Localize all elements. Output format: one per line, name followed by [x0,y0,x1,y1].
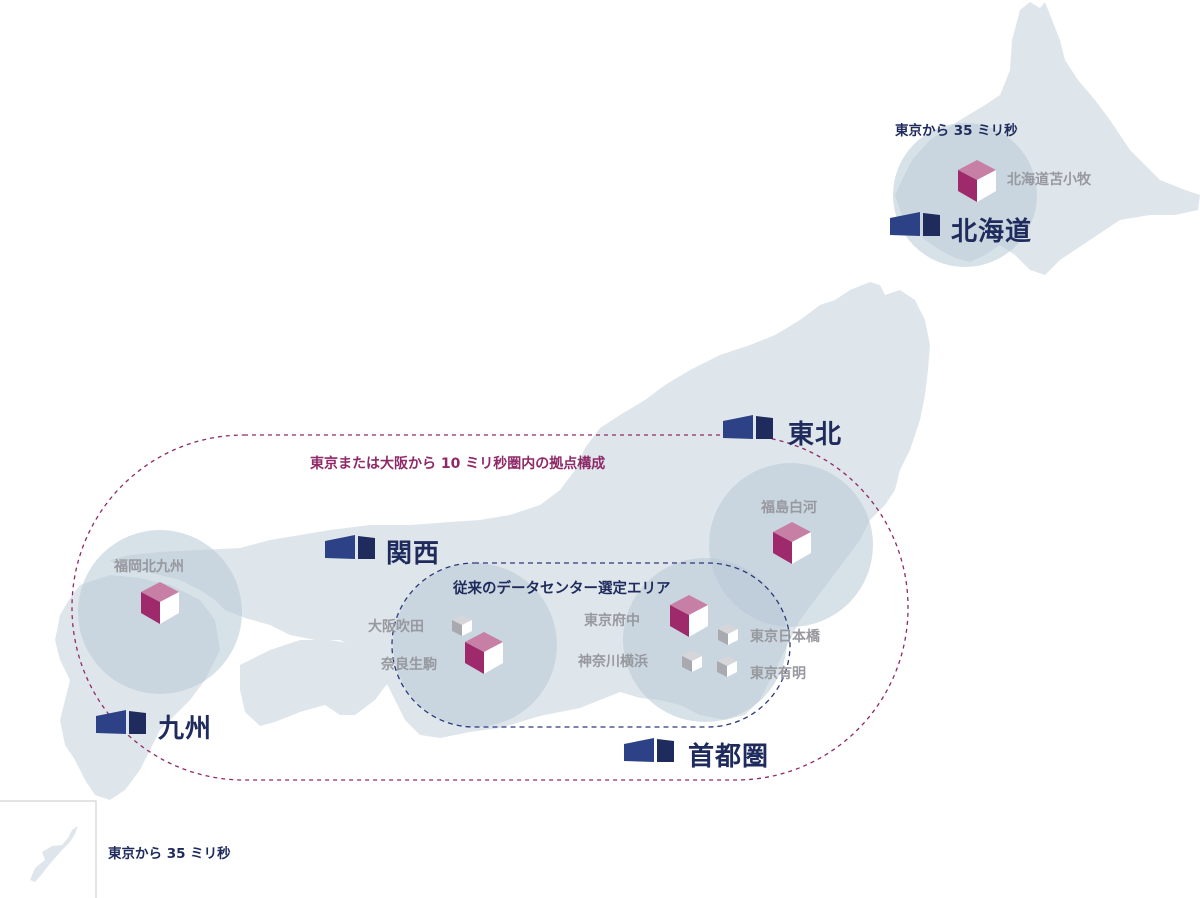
circle-shutoken [623,558,787,722]
conventional-area-label: 従来のデータセンター選定エリア [453,581,671,597]
region-label-kyushu: 九州 [158,714,213,744]
site-label-ariake: 東京有明 [750,666,806,682]
okinawa-inset-frame [0,800,97,898]
land [30,2,1200,882]
site-label-kitakyushu: 福岡北九州 [114,559,184,575]
okinawa-latency-note: 東京から 35 ミリ秒 [108,846,231,862]
region-label-hokkaido: 北海道 [951,217,1033,247]
building-icon [624,738,674,762]
site-label-suita: 大阪吹田 [368,619,424,635]
okinawa-land [30,826,78,882]
site-label-shirakawa: 福島白河 [761,500,817,516]
ring-10ms [71,434,909,781]
region-label-kansai: 関西 [386,539,441,569]
site-label-tomakomai: 北海道苫小牧 [1007,172,1091,188]
site-label-ikoma: 奈良生駒 [381,657,437,673]
site-label-nihonbashi: 東京日本橋 [750,629,820,645]
site-label-fuchu: 東京府中 [584,613,640,629]
ring-conventional-area [391,562,791,728]
region-label-tohoku: 東北 [788,420,843,450]
region-label-shutoken: 首都圏 [688,742,770,772]
hokkaido-latency-note: 東京から 35 ミリ秒 [895,123,1018,139]
site-label-yokohama: 神奈川横浜 [578,654,648,670]
ring-10ms-label: 東京または大阪から 10 ミリ秒圏内の拠点構成 [310,456,606,472]
shikoku-land [240,640,390,726]
